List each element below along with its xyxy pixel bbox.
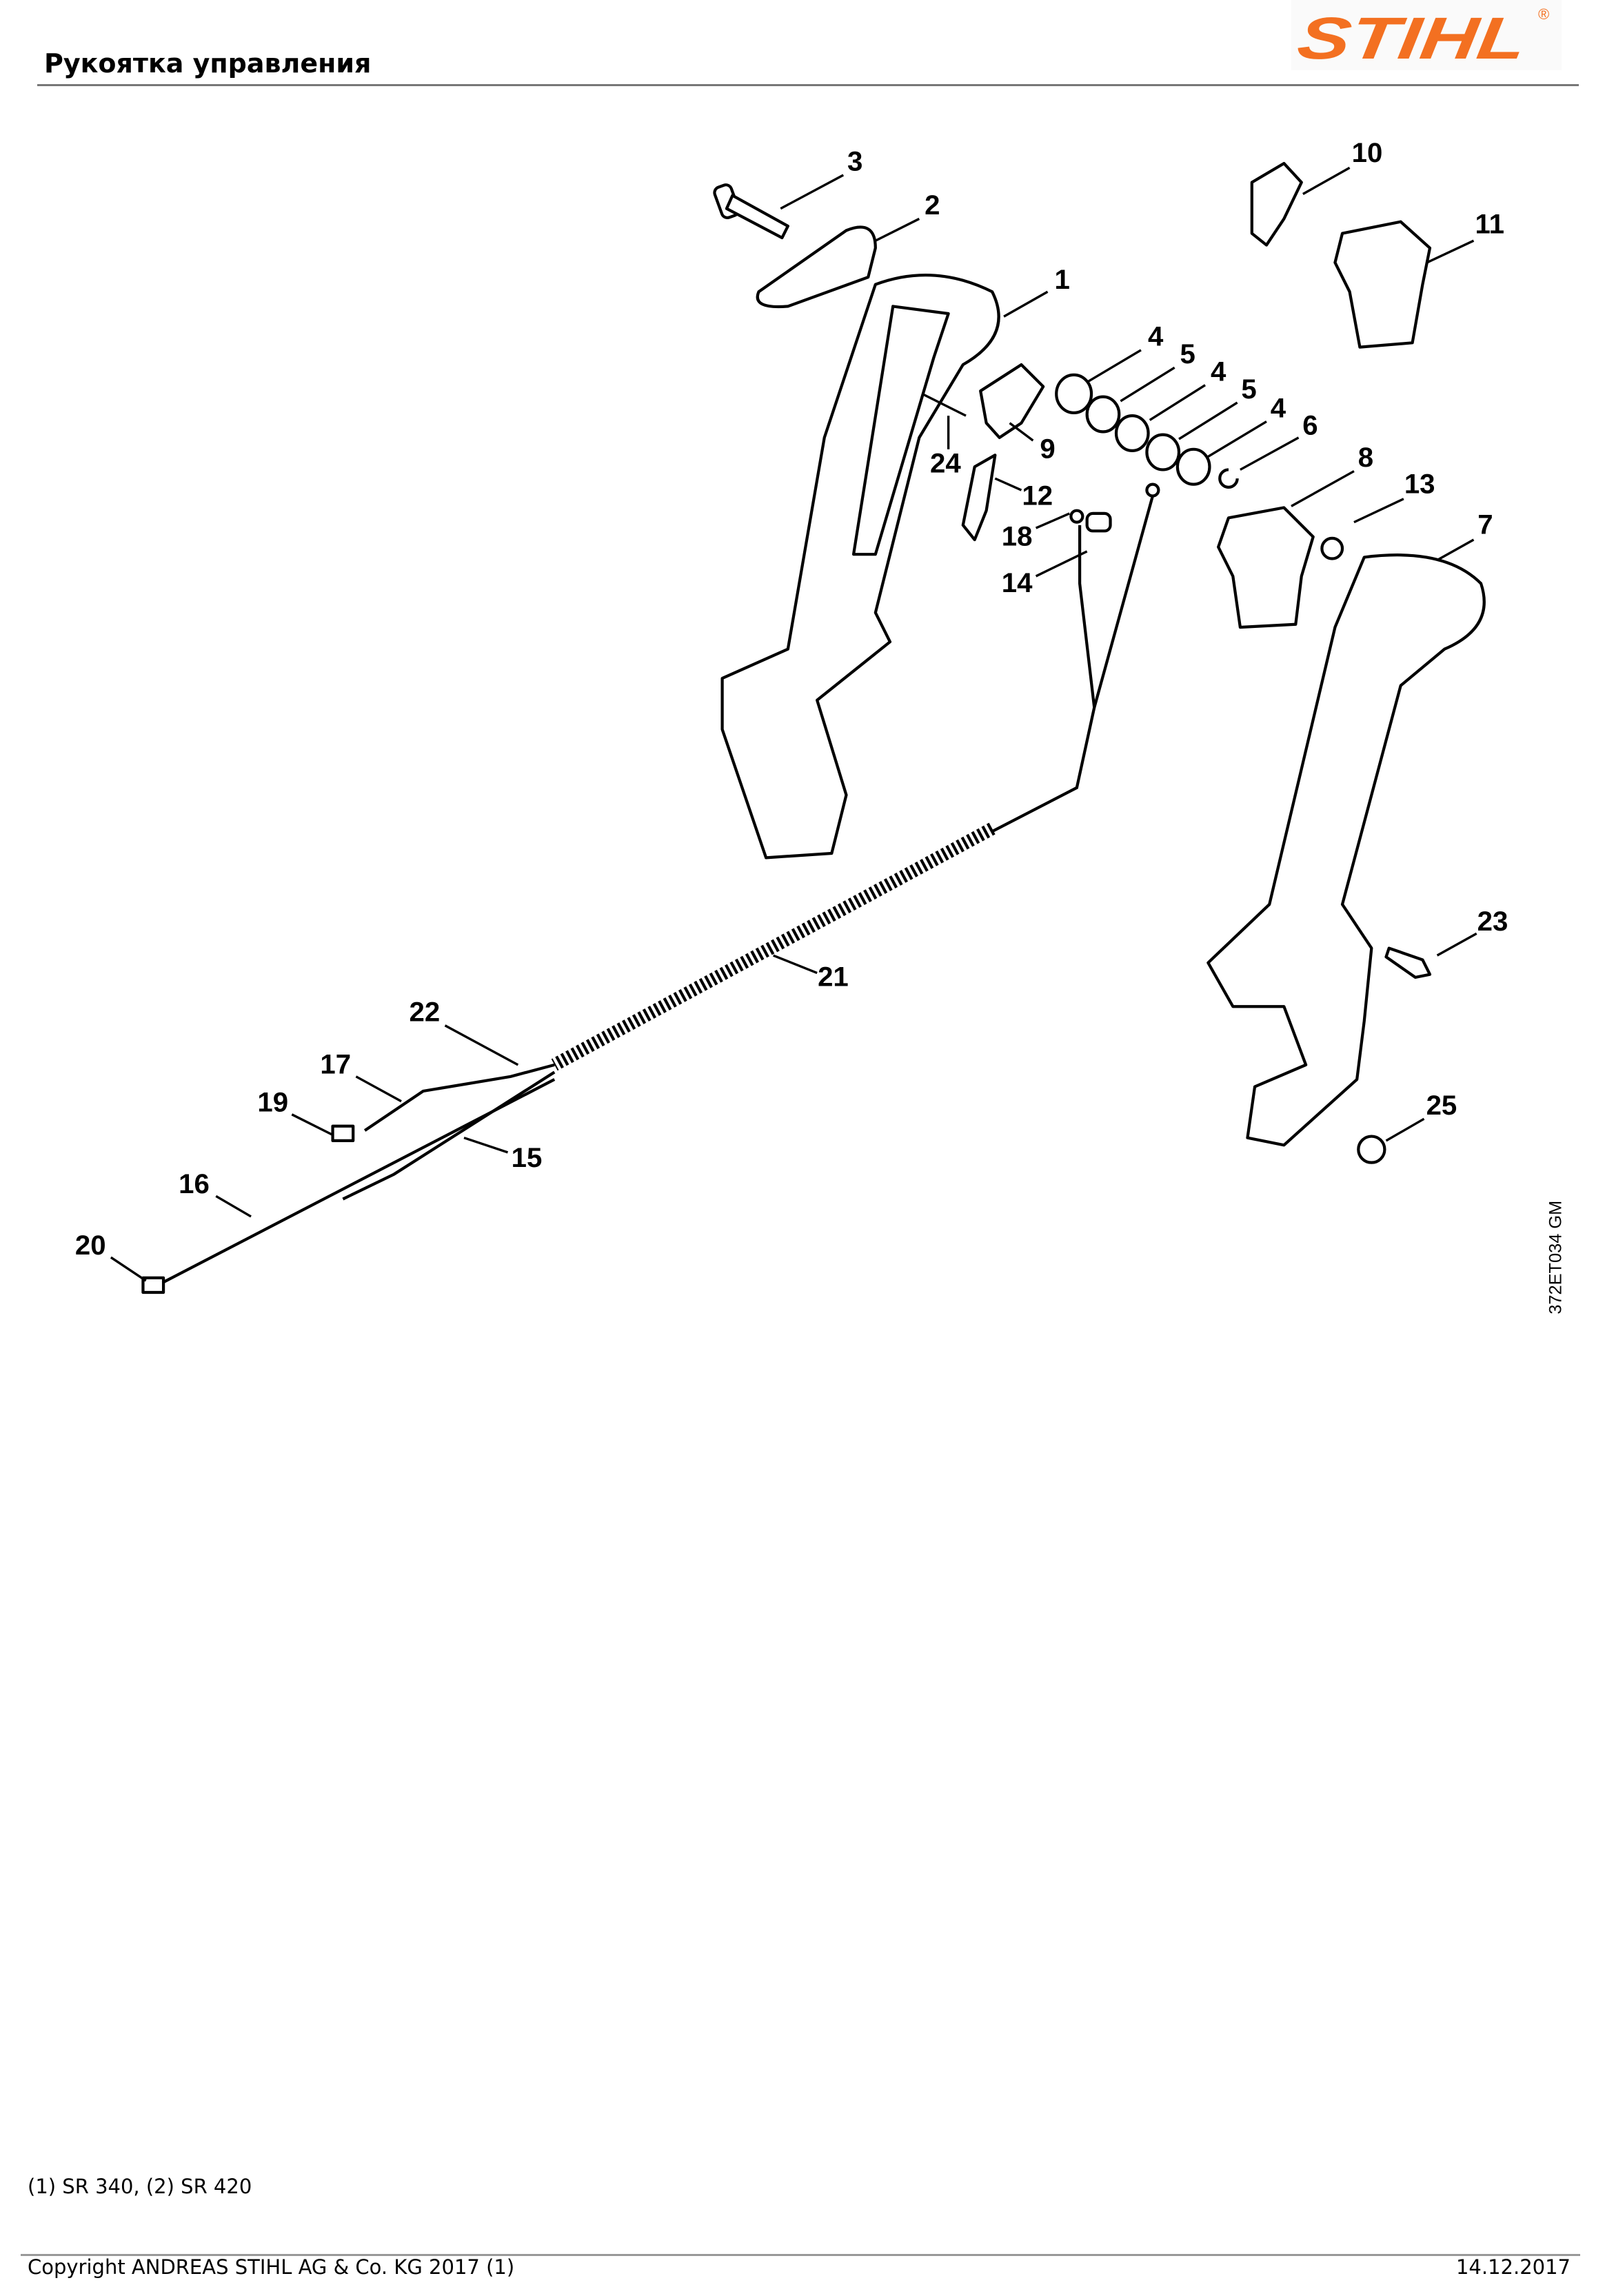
connector-20 xyxy=(141,1276,165,1294)
callout-18: 18 xyxy=(1002,521,1033,552)
callout-15: 15 xyxy=(512,1142,543,1173)
cable-16 xyxy=(159,1078,556,1286)
callout-11: 11 xyxy=(1475,209,1504,240)
callout-4: 4 xyxy=(1148,321,1164,352)
callout-19: 19 xyxy=(257,1087,288,1118)
callout-25: 25 xyxy=(1426,1090,1457,1121)
callout-20: 20 xyxy=(75,1230,106,1261)
part-9 xyxy=(979,363,1045,439)
callout-17: 17 xyxy=(320,1049,351,1080)
callout-labels: 3 2 1 10 11 4 5 4 5 4 6 9 24 12 8 13 7 1… xyxy=(75,137,1508,1261)
callout-5: 5 xyxy=(1241,374,1256,405)
callout-14: 14 xyxy=(1002,567,1033,598)
part-handle-7 xyxy=(1207,553,1486,1147)
callout-12: 12 xyxy=(1022,480,1053,511)
part-12 xyxy=(961,454,997,542)
stihl-logo: STIHL ® xyxy=(1291,0,1562,72)
header-rule xyxy=(37,84,1579,86)
callout-22: 22 xyxy=(410,996,441,1027)
callout-6: 6 xyxy=(1302,410,1318,441)
models-note: (1) SR 340, (2) SR 420 xyxy=(28,2175,252,2198)
part-pin-24 xyxy=(921,392,967,417)
callout-23: 23 xyxy=(1477,906,1508,937)
callout-7: 7 xyxy=(1477,509,1493,540)
part-10 xyxy=(1250,161,1303,247)
part-sleeve-18 xyxy=(1085,511,1112,533)
screw-25 xyxy=(1357,1135,1386,1164)
callout-21: 21 xyxy=(818,962,849,993)
part-11 xyxy=(1333,220,1432,349)
callout-8: 8 xyxy=(1358,442,1373,473)
part-screw-3 xyxy=(713,183,789,240)
callout-2: 2 xyxy=(925,190,940,221)
svg-text:STIHL: STIHL xyxy=(1293,6,1530,70)
callout-9: 9 xyxy=(1040,434,1055,465)
document-date: 14.12.2017 xyxy=(1455,2255,1571,2279)
callout-16: 16 xyxy=(179,1168,210,1199)
part-8 xyxy=(1217,506,1315,629)
callout-4: 4 xyxy=(1271,392,1286,423)
callout-3: 3 xyxy=(847,146,862,177)
callout-10: 10 xyxy=(1352,137,1383,168)
callout-4: 4 xyxy=(1211,356,1227,387)
leader-lines xyxy=(110,166,1477,1282)
part-handle-1-inner xyxy=(851,305,950,556)
drawing-code: 372ET034 GM xyxy=(1546,1201,1565,1314)
callout-24: 24 xyxy=(930,448,961,479)
part-spring-13 xyxy=(1320,536,1344,560)
page-title: Рукоятка управления xyxy=(44,48,372,79)
cable-conduit-21 xyxy=(551,822,996,1071)
screw-23 xyxy=(1384,946,1432,979)
washers-4-5 xyxy=(1055,373,1239,489)
cable-22 xyxy=(363,1063,555,1132)
callout-5: 5 xyxy=(1180,338,1195,369)
part-2 xyxy=(756,225,877,309)
connector-19 xyxy=(331,1124,355,1143)
footer-rule xyxy=(21,2254,1580,2256)
svg-text:®: ® xyxy=(1538,6,1549,23)
callout-13: 13 xyxy=(1404,468,1435,499)
part-handle-1 xyxy=(720,273,1000,860)
copyright: Copyright ANDREAS STIHL AG & Co. KG 2017… xyxy=(28,2255,515,2279)
callout-1: 1 xyxy=(1055,264,1070,295)
